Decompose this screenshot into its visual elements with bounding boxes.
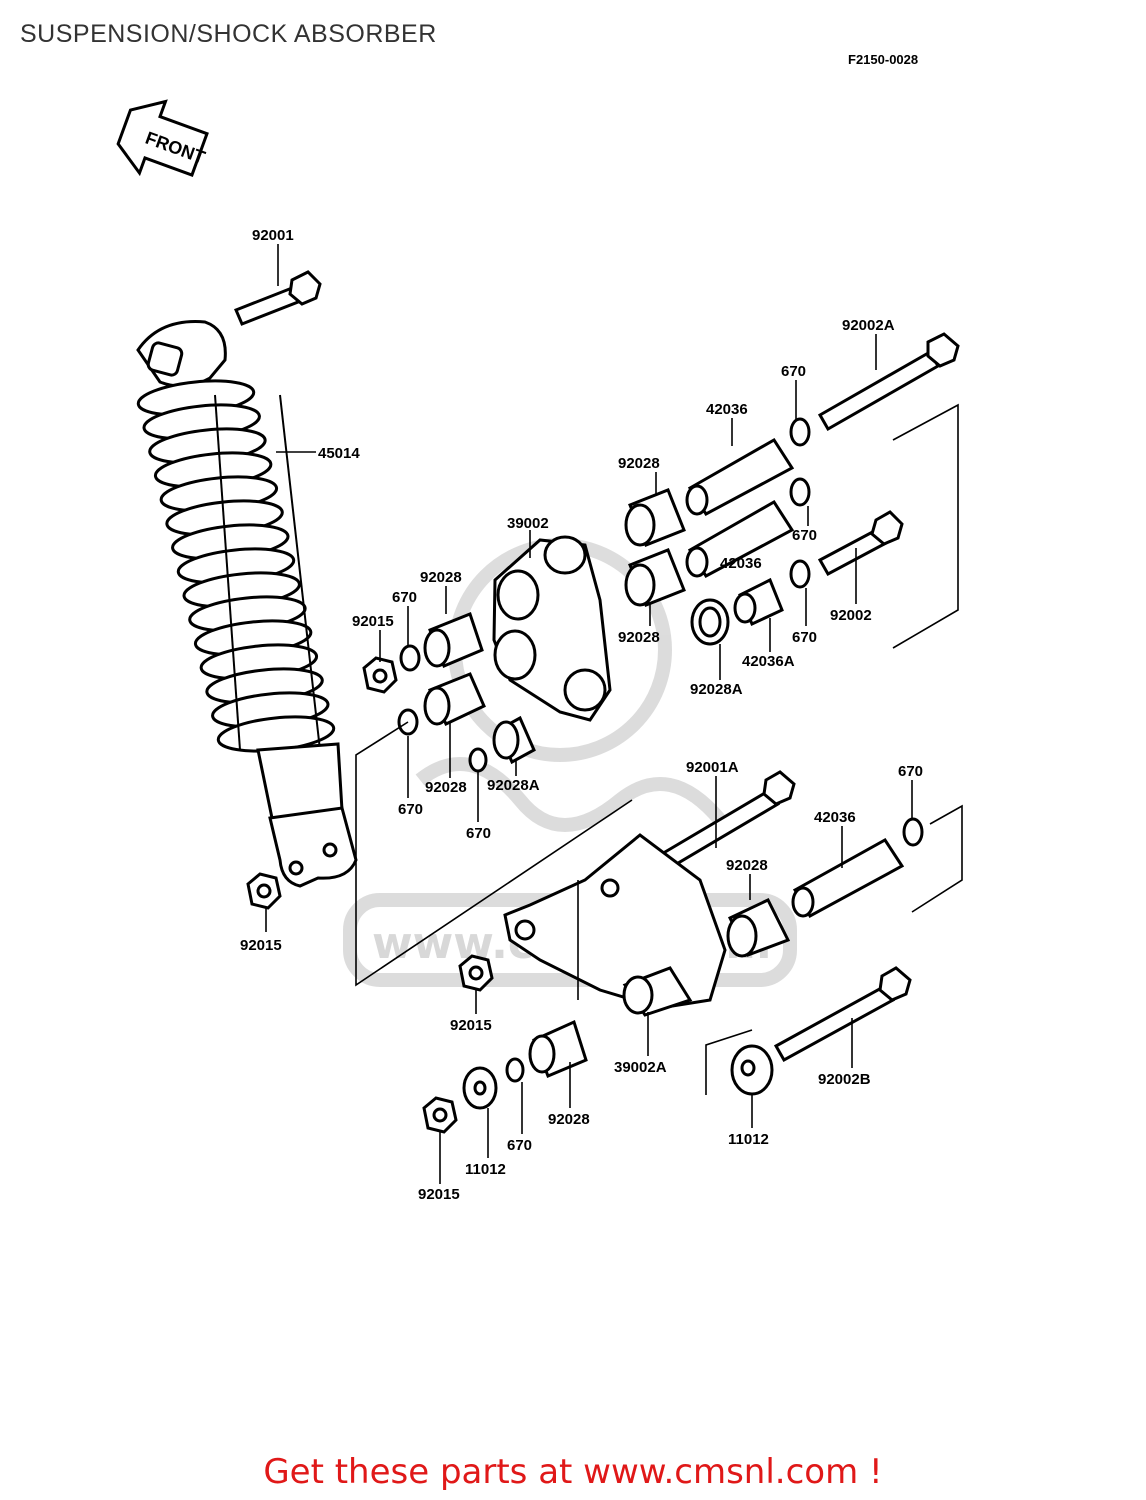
part-labels: 92001 45014 92015 670 92028 39002 92028 … [240,227,923,1203]
ring-670-bottom[interactable] [505,1057,525,1083]
label-92028[interactable]: 92028 [618,629,660,646]
nut-92015-mid[interactable] [458,954,494,992]
bushing-92028-bottom[interactable] [528,1019,588,1078]
label-670[interactable]: 670 [792,629,817,646]
label-670[interactable]: 670 [507,1137,532,1154]
label-92015[interactable]: 92015 [240,937,282,954]
bushing-92028A-left[interactable] [492,715,536,765]
label-39002A[interactable]: 39002A [614,1059,667,1076]
bolt-92002[interactable] [817,510,904,577]
label-92001[interactable]: 92001 [252,227,294,244]
diagram-code: F2150-0028 [848,52,919,67]
label-11012[interactable]: 11012 [728,1131,769,1148]
ring-670-upper[interactable] [399,644,421,672]
label-92015[interactable]: 92015 [450,1017,492,1034]
rocker-arm-39002A[interactable] [503,833,727,1017]
ring-670-lower-left[interactable] [468,747,488,773]
label-92028[interactable]: 92028 [425,779,467,796]
ring-670-r2[interactable] [789,477,811,507]
promo-link[interactable]: Get these parts at www.cmsnl.com ! [263,1452,883,1492]
parts-diagram: www.cmsnl.com FRONT [116,99,963,1203]
bushing-92028-upper-right[interactable] [624,488,686,547]
label-92015[interactable]: 92015 [418,1186,460,1203]
bushing-92028-lower-right[interactable] [726,898,791,958]
label-42036A[interactable]: 42036A [742,653,795,670]
bushing-92028-mid-right[interactable] [624,548,686,607]
ring-670-lower-right[interactable] [902,817,924,847]
label-42036[interactable]: 42036 [720,555,762,572]
label-92002[interactable]: 92002 [830,607,872,624]
bolt-92001[interactable] [234,270,322,326]
label-670[interactable]: 670 [392,589,417,606]
label-42036[interactable]: 42036 [814,809,856,826]
label-92028[interactable]: 92028 [726,857,768,874]
sleeve-42036A[interactable] [733,577,784,627]
nut-92015-bottom[interactable] [422,1096,458,1134]
label-670[interactable]: 670 [398,801,423,818]
washer-11012-right[interactable] [730,1044,774,1096]
label-42036[interactable]: 42036 [706,401,748,418]
washer-11012-left[interactable] [462,1066,498,1110]
label-92028A[interactable]: 92028A [690,681,743,698]
label-39002[interactable]: 39002 [507,515,549,532]
sleeve-42036-upper[interactable] [685,437,795,516]
bolt-92002A[interactable] [817,332,960,432]
label-92028[interactable]: 92028 [548,1111,590,1128]
label-92002A[interactable]: 92002A [842,317,895,334]
page-title: SUSPENSION/SHOCK ABSORBER [20,20,437,48]
bushing-92028A-right[interactable] [690,598,730,646]
bolt-92002B[interactable] [773,966,912,1063]
ring-670-r3[interactable] [789,559,811,589]
label-92002B[interactable]: 92002B [818,1071,871,1088]
sleeve-42036-lower[interactable] [791,838,905,919]
label-92015[interactable]: 92015 [352,613,394,630]
label-92028[interactable]: 92028 [420,569,462,586]
label-92028A[interactable]: 92028A [487,777,540,794]
label-45014[interactable]: 45014 [318,445,360,462]
label-92001A[interactable]: 92001A [686,759,739,776]
bushing-92028-lower-left[interactable] [423,672,486,726]
sleeve-42036-mid[interactable] [685,499,795,578]
label-11012[interactable]: 11012 [465,1161,506,1178]
reference-lines [355,403,963,1095]
link-39002[interactable] [492,535,612,722]
ring-670-r1[interactable] [789,417,811,447]
nut-92015-shock[interactable] [246,872,282,910]
label-670[interactable]: 670 [898,763,923,780]
nut-92015-upper[interactable] [362,656,398,694]
label-92028[interactable]: 92028 [618,455,660,472]
leader-lines [265,244,913,1184]
label-670[interactable]: 670 [781,363,806,380]
front-arrow-icon: FRONT [116,99,209,177]
label-670[interactable]: 670 [466,825,491,842]
bushing-92028-upper-left[interactable] [423,612,484,668]
shock-absorber[interactable] [136,270,358,888]
label-670[interactable]: 670 [792,527,817,544]
